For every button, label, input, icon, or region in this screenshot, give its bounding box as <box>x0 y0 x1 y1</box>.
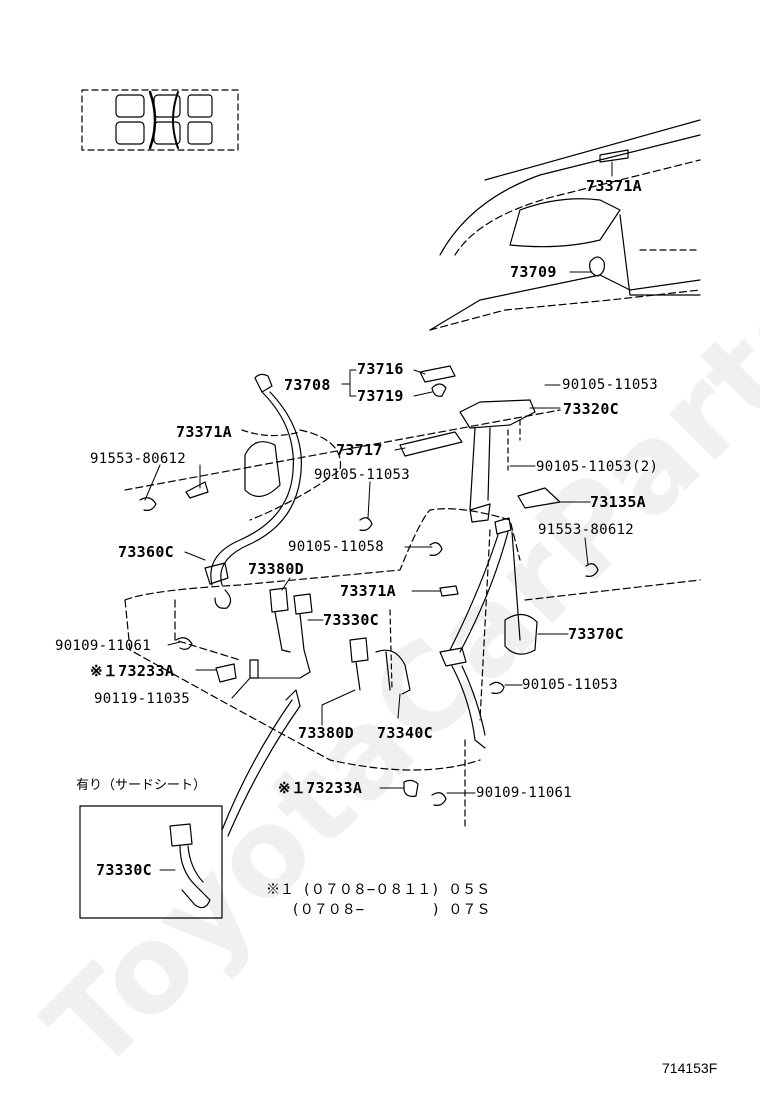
part-label-90109-11061-bottom: 90109-11061 <box>476 785 573 801</box>
part-label-73708: 73708 <box>284 376 331 394</box>
upper-trim-pieces <box>399 365 561 523</box>
applicability-note-2: (０７０８− ) ０７Ｓ <box>266 902 491 918</box>
part-label-90105-11053-top: 90105-11053 <box>562 377 659 393</box>
part-label-73330c-inset: 73330C <box>96 861 152 879</box>
part-label-90105-11053-2: 90105-11053(2) <box>536 459 659 475</box>
part-label-73371a-top: 73371A <box>586 177 642 195</box>
part-label-73380d-bottom: 73380D <box>298 724 354 742</box>
part-label-90105-11058: 90105-11058 <box>288 539 385 555</box>
left-seat-belt <box>124 373 561 609</box>
part-label-73380d-top: 73380D <box>248 560 304 578</box>
part-label-90105-11053-low: 90105-11053 <box>522 677 619 693</box>
vehicle-locator-icon <box>81 89 239 151</box>
part-label-91553-80612-right: 91553-80612 <box>538 522 635 538</box>
applicability-note-1: ※１ (０７０８−０８１１) ０５Ｓ <box>266 882 491 898</box>
part-label-73371a-left: 73371A <box>176 423 232 441</box>
part-label-73717: 73717 <box>336 441 383 459</box>
third-seat-inset <box>79 689 301 919</box>
part-label-73340c: 73340C <box>377 724 433 742</box>
part-label-73709: 73709 <box>510 263 557 281</box>
part-label-73135a: 73135A <box>590 493 646 511</box>
part-label-91553-80612-left: 91553-80612 <box>90 451 187 467</box>
part-label-90119-11035: 90119-11035 <box>94 691 191 707</box>
part-label-73716: 73716 <box>357 360 404 378</box>
part-label-90105-11053-mid: 90105-11053 <box>314 467 411 483</box>
leader-lines <box>144 161 613 871</box>
part-label-90109-11061-left: 90109-11061 <box>55 638 152 654</box>
part-label-73233a-bottom: ※１73233A <box>278 779 363 797</box>
right-seat-belt <box>439 517 701 831</box>
part-label-73371a-mid: 73371A <box>340 582 396 600</box>
center-buckles <box>175 517 599 806</box>
part-label-73320c: 73320C <box>563 400 619 418</box>
part-label-73370c: 73370C <box>568 625 624 643</box>
inset-caption: 有り（サードシート） <box>76 778 207 793</box>
part-label-73360c: 73360C <box>118 543 174 561</box>
diagram-code: 714153F <box>662 1060 718 1076</box>
part-label-73330c: 73330C <box>323 611 379 629</box>
part-label-73233a-left: ※１73233A <box>90 662 175 680</box>
part-label-73719: 73719 <box>357 387 404 405</box>
car-body-outline <box>429 119 701 331</box>
